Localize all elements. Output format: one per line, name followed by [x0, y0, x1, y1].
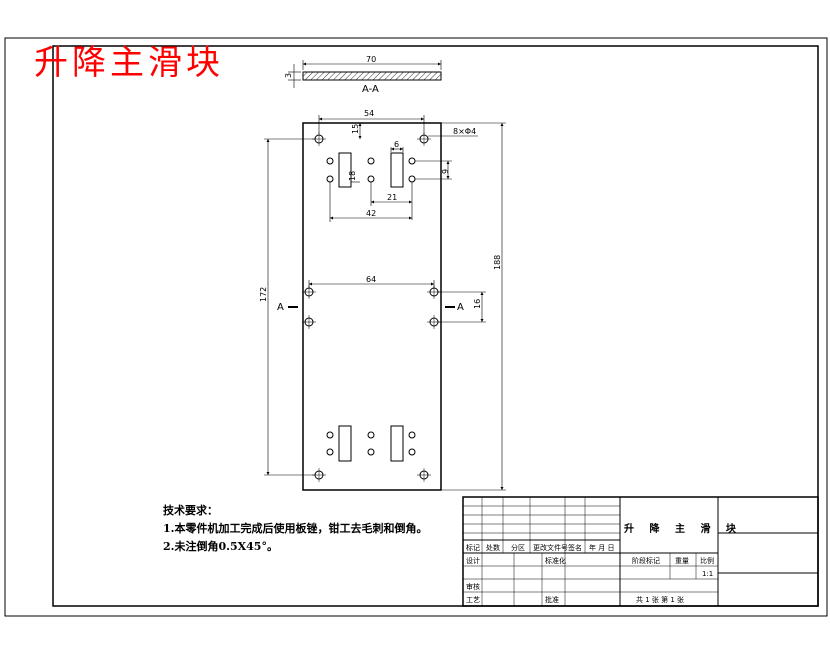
tb-design: 设计: [466, 556, 480, 565]
cut-label-right: A: [457, 302, 464, 313]
inner-border: [52, 45, 819, 607]
dim-16: 16: [473, 299, 482, 309]
section-view: 70 3 A-A: [284, 55, 442, 95]
dim-top-width: 54: [364, 109, 374, 118]
dim-42: 42: [366, 209, 376, 218]
mounting-holes: [304, 134, 439, 480]
tb-weight-label: 重量: [675, 557, 689, 565]
tb-count: 处数: [486, 543, 500, 552]
tb-approve: 批准: [545, 595, 559, 604]
tb-scale-value: 1:1: [702, 570, 713, 578]
tb-review: 审核: [466, 582, 480, 591]
tb-mark: 标记: [466, 543, 480, 552]
dim-64: 64: [366, 275, 376, 284]
dim-slot: 18: [348, 171, 357, 181]
dim-9: 9: [441, 169, 450, 174]
upper-slot-group: [326, 152, 416, 188]
title-block: [462, 496, 819, 607]
dim-21: 21: [387, 193, 397, 202]
tb-process: 工艺: [466, 596, 480, 604]
tb-date: 年 月 日: [589, 543, 614, 552]
dim-15: 15: [351, 124, 360, 134]
dim-section-thickness: 3: [284, 73, 293, 78]
tb-stage-label: 阶段标记: [632, 556, 660, 565]
section-label: A-A: [362, 84, 379, 95]
tb-standard: 标准化: [545, 556, 566, 565]
main-plate-view: 54 8×Φ4 15 6 9 18 21 42 64 16 172 188 A …: [259, 109, 506, 491]
title-block-part-name: 升 降 主 滑 块: [624, 522, 742, 535]
notes-line-2: 2.未注倒角0.5X45°。: [163, 539, 278, 553]
dim-6: 6: [394, 140, 399, 149]
notes-heading: 技术要求：: [163, 503, 218, 517]
dim-172: 172: [259, 287, 268, 302]
tb-sheet-info: 共 1 张 第 1 张: [636, 595, 684, 604]
technical-notes: 技术要求： 1.本零件机加工完成后使用板锉，钳工去毛刺和倒角。 2.未注倒角0.…: [163, 503, 427, 553]
tb-sign: 签名: [568, 543, 582, 552]
tb-scale-label: 比例: [700, 556, 714, 565]
tb-zone: 分区: [511, 543, 525, 552]
lower-slot-group: [326, 425, 416, 462]
cut-label-left: A: [277, 302, 284, 313]
outer-border: [4, 37, 828, 617]
dim-188: 188: [493, 255, 502, 270]
notes-line-1: 1.本零件机加工完成后使用板锉，钳工去毛刺和倒角。: [163, 521, 427, 535]
drawing-big-title: 升降主滑块: [34, 43, 224, 83]
tb-change-doc: 更改文件号: [533, 543, 568, 552]
dim-hole-spec: 8×Φ4: [453, 127, 476, 136]
dim-section-length: 70: [366, 55, 376, 64]
